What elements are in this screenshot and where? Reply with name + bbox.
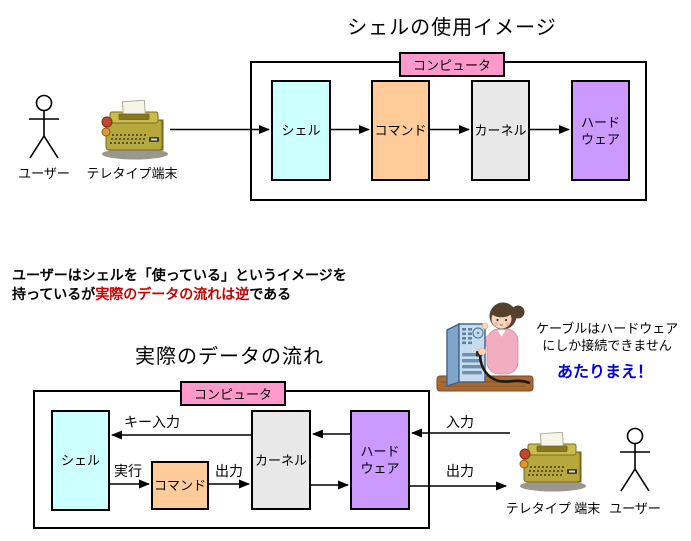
statement-line1: ユーザーはシェルを「使っている」というイメージを xyxy=(12,267,347,283)
computer-tag-bottom: コンピュータ xyxy=(180,381,287,406)
shell-box-top: シェル xyxy=(271,80,331,181)
top-title: シェルの使用イメージ xyxy=(347,17,557,39)
statement-text: ユーザーはシェルを「使っている」というイメージを 持っているが実際のデータの流れ… xyxy=(12,266,347,304)
callout-text: ケーブルはハードウェア にしか接続できません xyxy=(536,321,679,353)
callout-emphasis: あたりまえ！ xyxy=(556,364,653,381)
command-box-top: コマンド xyxy=(371,80,430,181)
user-stick-figure xyxy=(29,94,59,159)
hardware-box-bottom: ハード ウェア xyxy=(350,410,410,510)
teletype-label-bottom: テレタイプ 端末 xyxy=(505,501,601,516)
statement-red-text: 実際のデータの流れは逆 xyxy=(95,286,250,302)
user-stick-figure-bottom xyxy=(620,427,650,492)
shell-box-bottom: シェル xyxy=(51,410,110,511)
teletype-image-top xyxy=(101,100,168,160)
computer-tag-top: コンピュータ xyxy=(399,52,506,77)
hw-output-arrow-label: 出力 xyxy=(446,463,474,479)
user-label-top: ユーザー xyxy=(18,166,70,181)
input-arrow-label: 入力 xyxy=(446,414,474,430)
cmd-output-arrow-label: 出力 xyxy=(215,463,243,479)
kernel-box-top: カーネル xyxy=(471,80,530,181)
key-input-arrow-label: キー入力 xyxy=(124,414,180,430)
teletype-label-top: テレタイプ端末 xyxy=(86,166,178,181)
hardware-box-top: ハード ウェア xyxy=(571,80,630,181)
statement-line2: 持っているが実際のデータの流れは逆である xyxy=(12,286,292,302)
exec-arrow-label: 実行 xyxy=(114,463,142,479)
bottom-title: 実際のデータの流れ xyxy=(135,346,324,368)
kernel-box-bottom: カーネル xyxy=(251,410,311,510)
user-label-bottom: ユーザー xyxy=(609,501,661,516)
teletype-image-bottom xyxy=(519,432,587,493)
command-box-bottom: コマンド xyxy=(151,461,209,510)
woman-plugging-cable-illustration xyxy=(436,302,534,392)
